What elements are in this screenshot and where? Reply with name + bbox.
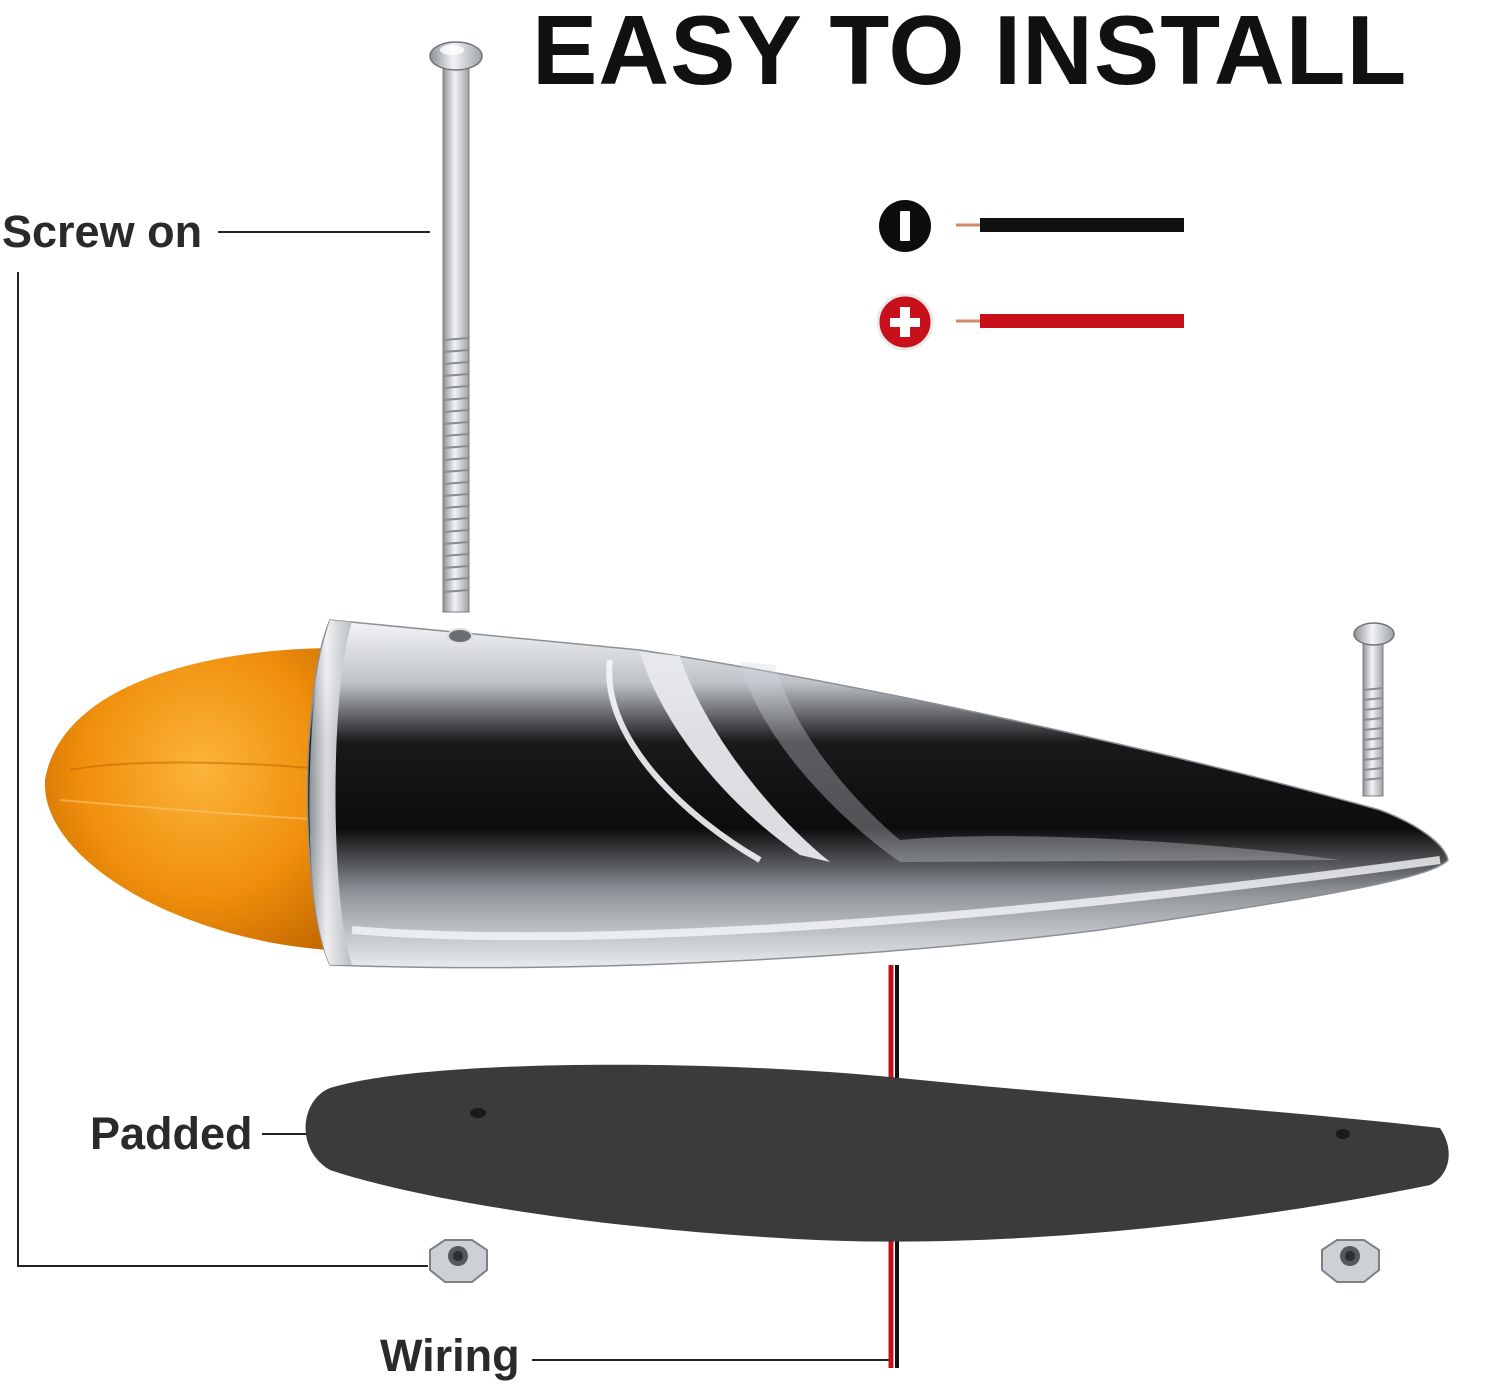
screw-on-bracket-line xyxy=(17,272,428,1267)
screw-on-label: Screw on xyxy=(2,206,203,257)
marker-light-icon xyxy=(44,619,1449,969)
gasket-pad-icon xyxy=(305,1064,1449,1242)
long-bolt-icon xyxy=(429,41,483,613)
nut-right-icon xyxy=(1321,1239,1380,1283)
positive-wire-legend xyxy=(876,293,1184,351)
wiring-label: Wiring xyxy=(380,1330,520,1381)
page-title: EASY TO INSTALL xyxy=(532,0,1408,105)
padded-label: Padded xyxy=(90,1108,253,1159)
short-bolt-icon xyxy=(1353,622,1395,797)
nut-left-icon xyxy=(429,1239,488,1283)
negative-wire-legend xyxy=(879,200,1184,252)
